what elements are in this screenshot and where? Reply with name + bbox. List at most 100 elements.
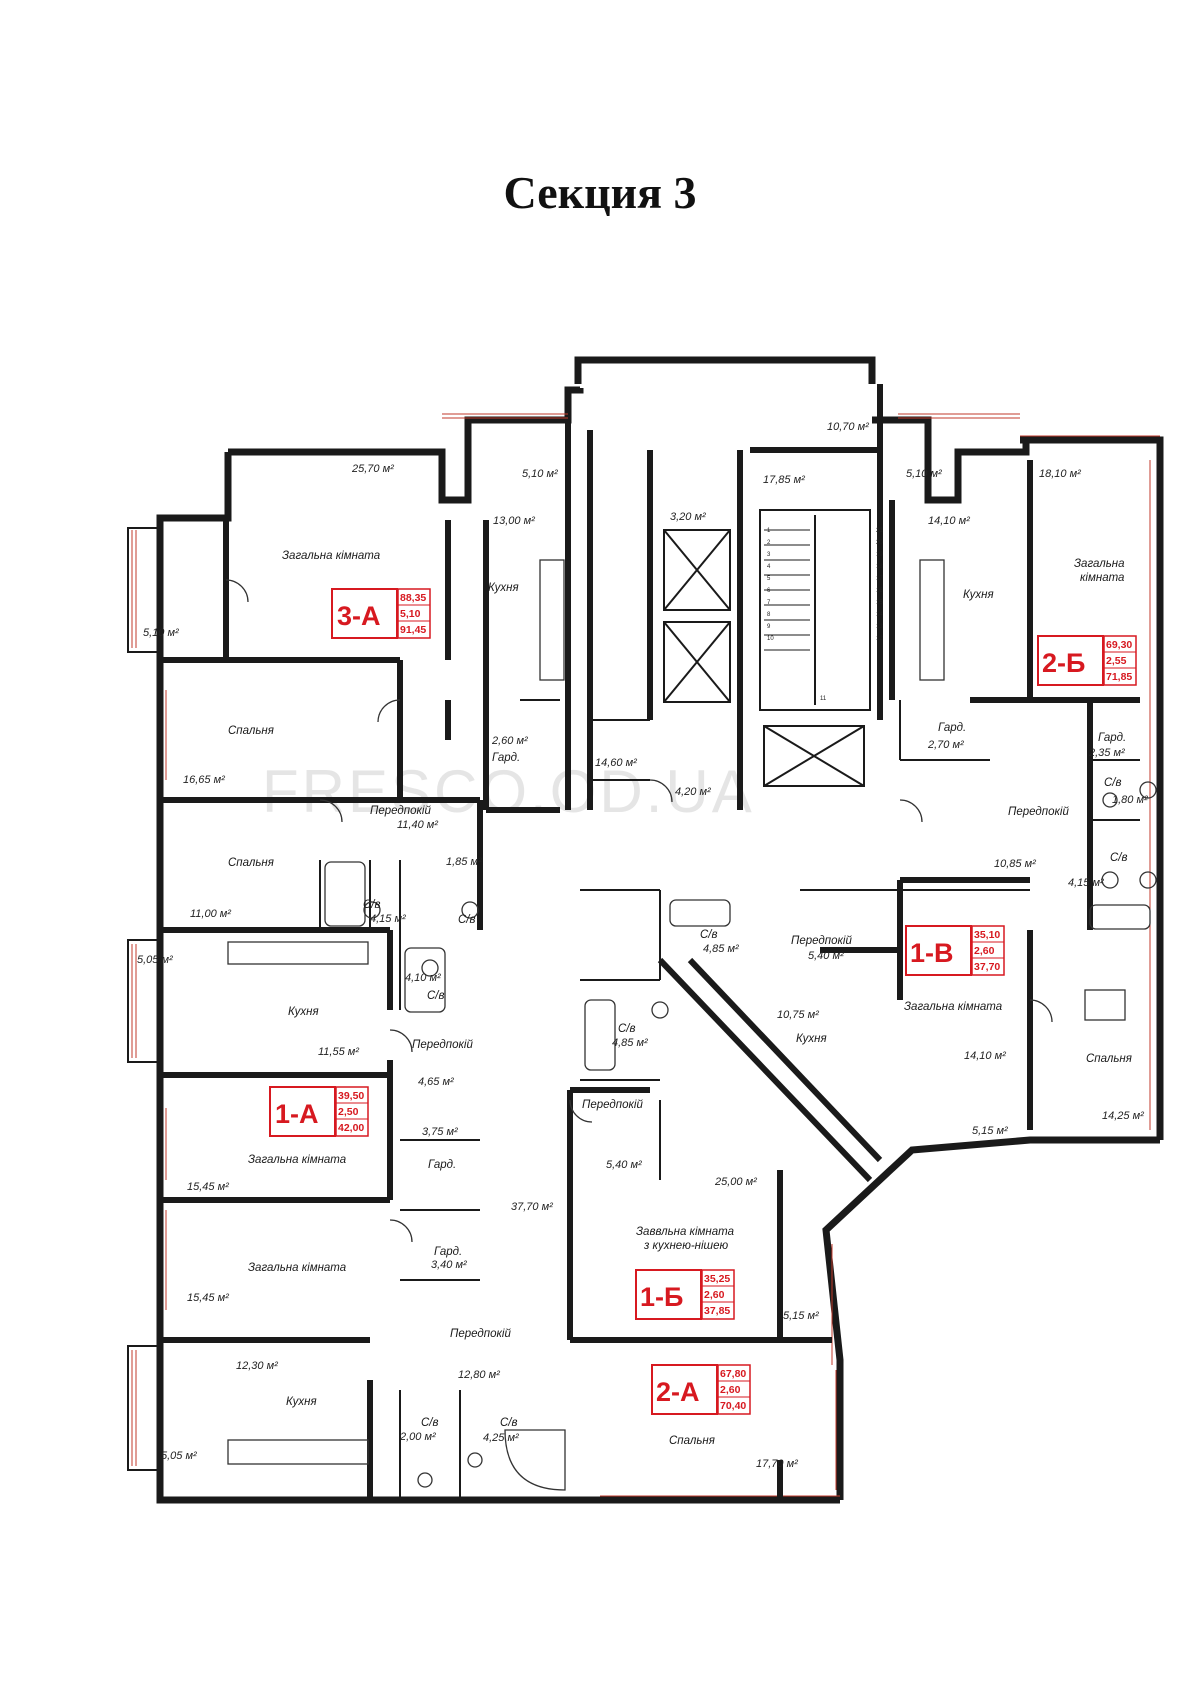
room-label: Спальня	[228, 725, 274, 737]
area-label: 11,00 м²	[190, 908, 231, 920]
stair-step: 20	[876, 540, 883, 546]
stair-step: 8	[767, 612, 771, 618]
area-label: 5,05 м²	[161, 1450, 197, 1462]
door-swing	[649, 779, 673, 803]
door-swing	[569, 1099, 593, 1123]
area-label: 13,00 м²	[493, 515, 535, 527]
stair-step: 16	[876, 588, 883, 594]
room-label: Загальна кімната	[248, 1262, 346, 1274]
area-label: 1,80 м²	[1112, 794, 1148, 806]
area-label: 12,80 м²	[458, 1369, 500, 1381]
toilet-icon	[417, 1472, 433, 1488]
stair-step: 7	[767, 600, 771, 606]
unit-value: 39,50	[338, 1090, 364, 1102]
stair-step: 17	[876, 576, 883, 582]
stair-step: 11	[820, 696, 827, 702]
unit-tag-1b: 1-Б 35,25 2,60 37,85	[635, 1269, 735, 1320]
bathtub-icon	[404, 947, 446, 1013]
area-label: 5,40 м²	[808, 950, 844, 962]
unit-tag-3a: 3-А 88,35 5,10 91,45	[331, 588, 431, 639]
room-label: Кухня	[286, 1396, 317, 1408]
unit-value: 5,10	[400, 608, 421, 620]
area-label: 4,10 м²	[405, 972, 441, 984]
area-label: 4,65 м²	[418, 1076, 454, 1088]
room-label: С/в	[500, 1417, 518, 1429]
stair-step: 21	[876, 528, 883, 534]
room-label: Передпокій	[1008, 806, 1069, 818]
bathtub-icon	[669, 899, 731, 927]
area-label: 10,85 м²	[994, 858, 1036, 870]
unit-value: 67,80	[720, 1368, 746, 1380]
sink-icon	[467, 1452, 483, 1468]
stair-step: 18	[876, 564, 883, 570]
stair-step: 14	[876, 612, 883, 618]
unit-value: 37,70	[974, 961, 1000, 973]
unit-value: 91,45	[400, 624, 426, 636]
room-label: Спальня	[669, 1435, 715, 1447]
area-label: 15,45 м²	[187, 1181, 229, 1193]
room-label: Загальна кімната	[282, 550, 380, 562]
room-label: Гард.	[428, 1159, 456, 1171]
area-label: 5,05 м²	[137, 954, 173, 966]
unit-tag-2b: 2-Б 69,30 2,55 71,85	[1037, 635, 1137, 686]
door-swing	[1029, 999, 1053, 1023]
unit-code: 1-В	[910, 938, 954, 968]
room-label: Заввльна кімната	[636, 1226, 734, 1238]
stair-step: 15	[876, 600, 883, 606]
area-label: 4,85 м²	[703, 943, 739, 955]
unit-value: 2,60	[704, 1289, 725, 1301]
stair-step: 5	[767, 576, 771, 582]
sink-icon	[421, 959, 439, 977]
unit-value: 35,25	[704, 1273, 730, 1285]
room-label: Гард.	[434, 1246, 462, 1258]
room-label: Загальна кімната	[248, 1154, 346, 1166]
sink-icon	[1101, 871, 1119, 889]
area-label: 4,25 м²	[483, 1432, 519, 1444]
apartment-tags: 3-А 88,35 5,10 91,45 2-Б 69,30 2,55 71,8…	[269, 588, 1137, 1415]
area-label: 2,60 м²	[491, 735, 528, 747]
unit-value: 2,50	[338, 1106, 359, 1118]
area-label: 37,70 м²	[511, 1201, 553, 1213]
area-label: 2,70 м²	[927, 739, 964, 751]
toilet-icon	[461, 901, 479, 919]
bathtub-icon	[1089, 904, 1151, 930]
area-label: 5,10 м²	[143, 627, 179, 639]
toilet-icon	[363, 901, 381, 919]
room-label: Передпокій	[412, 1039, 473, 1051]
door-swing	[225, 579, 249, 603]
unit-value: 2,60	[720, 1384, 741, 1396]
stair-step: 10	[767, 636, 774, 642]
door-swing	[319, 799, 343, 823]
area-label: 2,00 м²	[399, 1431, 436, 1443]
room-label: Кухня	[288, 1006, 319, 1018]
kitchen-counter	[1084, 989, 1126, 1021]
unit-tag-2a: 2-А 67,80 2,60 70,40	[651, 1364, 751, 1415]
room-label: кімната	[1080, 572, 1124, 584]
unit-value: 37,85	[704, 1305, 730, 1317]
area-labels: 25,70 м² 5,10 м² 13,00 м² 5,10 м² 16,65 …	[137, 421, 1148, 1470]
door-swing	[389, 1029, 413, 1053]
unit-code: 3-А	[337, 601, 381, 631]
sink-icon	[1102, 792, 1118, 808]
room-label: С/в	[618, 1023, 636, 1035]
room-label: Загальна	[1074, 558, 1125, 570]
toilet-icon	[1139, 871, 1157, 889]
page-title: Секция 3	[503, 167, 697, 218]
unit-code: 2-А	[656, 1377, 700, 1407]
room-label: Гард.	[492, 752, 520, 764]
unit-value: 70,40	[720, 1400, 746, 1412]
unit-value: 2,55	[1106, 655, 1127, 667]
area-label: 25,70 м²	[351, 463, 394, 475]
area-label: 3,75 м²	[422, 1126, 458, 1138]
area-label: 12,30 м²	[236, 1360, 278, 1372]
unit-value: 2,60	[974, 945, 995, 957]
area-label: 5,10 м²	[906, 468, 942, 480]
area-label: 4,15 м²	[370, 913, 406, 925]
unit-value: 88,35	[400, 592, 426, 604]
stair-step: 19	[876, 552, 883, 558]
room-label: С/в	[458, 914, 476, 926]
room-label: Передпокій	[582, 1099, 643, 1111]
room-label: Кухня	[488, 582, 519, 594]
door-swing	[899, 799, 923, 823]
